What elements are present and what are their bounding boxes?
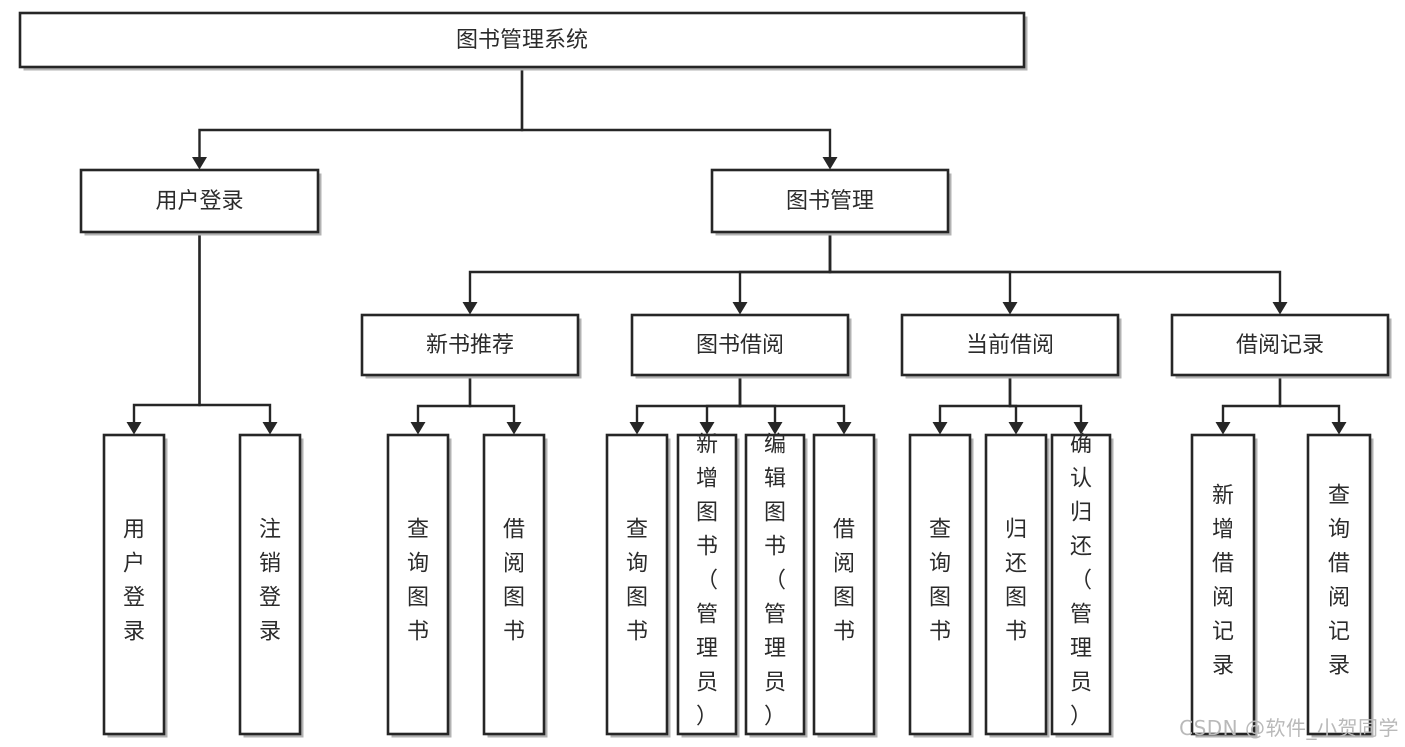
connector-borrow-to-l-edit — [738, 375, 783, 435]
connector-current-to-l-confirm — [1008, 375, 1089, 435]
connector-root-to-bookmgmt — [520, 67, 838, 170]
node-l-borrow1[interactable]: 借阅图书 — [482, 433, 548, 738]
node-label: 当前借阅 — [966, 333, 1054, 358]
node-box[interactable] — [1190, 433, 1256, 736]
connector-borrow-to-l-add — [699, 375, 742, 435]
node-borrow[interactable]: 图书借阅 — [630, 313, 852, 379]
node-bookmgmt[interactable]: 图书管理 — [710, 168, 952, 236]
node-label: 新书推荐 — [426, 333, 514, 358]
node-label: 图书管理 — [786, 189, 874, 214]
connector-login-to-l-login — [126, 232, 201, 435]
node-box[interactable] — [386, 433, 450, 736]
watermark-text: CSDN @软件_小贺同学 — [1179, 716, 1399, 740]
node-box[interactable] — [908, 433, 972, 736]
node-l-edit[interactable]: 编辑图书（管理员） — [744, 433, 808, 738]
node-box[interactable] — [482, 433, 546, 736]
node-label: 图书管理系统 — [456, 28, 588, 53]
connector-borrow-to-l-query2 — [629, 375, 742, 435]
node-label: 借阅记录 — [1236, 333, 1324, 358]
node-newbook[interactable]: 新书推荐 — [360, 313, 582, 379]
node-label: 归还图书 — [1005, 518, 1027, 645]
node-label: 借阅图书 — [503, 518, 525, 645]
node-box[interactable] — [676, 433, 738, 736]
node-box[interactable] — [984, 433, 1048, 736]
node-label: 用户登录 — [123, 518, 145, 645]
node-l-query3[interactable]: 查询图书 — [908, 433, 974, 738]
node-box[interactable] — [1306, 433, 1372, 736]
node-label: 查询图书 — [407, 518, 429, 645]
node-box[interactable] — [900, 313, 1120, 377]
connector-borrow-to-l-borrow2 — [738, 375, 852, 435]
connector-records-to-l-queryrec — [1278, 375, 1347, 435]
node-l-borrow2[interactable]: 借阅图书 — [812, 433, 878, 738]
node-l-return[interactable]: 归还图书 — [984, 433, 1050, 738]
node-label: 查询图书 — [929, 518, 951, 645]
node-box[interactable] — [605, 433, 669, 736]
node-box[interactable] — [238, 433, 302, 736]
node-box[interactable] — [630, 313, 850, 377]
node-box[interactable] — [360, 313, 580, 377]
node-label: 借阅图书 — [833, 518, 855, 645]
connector-bookmgmt-to-current — [828, 232, 1018, 315]
node-l-logout[interactable]: 注销登录 — [238, 433, 304, 738]
connector-records-to-l-addrec — [1215, 375, 1282, 435]
node-box[interactable] — [1170, 313, 1390, 377]
connector-newbook-to-l-query1 — [410, 375, 472, 435]
node-l-confirm[interactable]: 确认归还（管理员） — [1050, 433, 1114, 738]
connector-root-to-login — [192, 67, 524, 170]
node-box[interactable] — [79, 168, 320, 234]
node-box[interactable] — [1050, 433, 1112, 736]
connector-current-to-l-query3 — [932, 375, 1012, 435]
connector-bookmgmt-to-newbook — [462, 232, 832, 315]
node-box[interactable] — [18, 11, 1026, 69]
node-label: 查询借阅记录 — [1328, 484, 1350, 679]
connector-newbook-to-l-borrow1 — [468, 375, 522, 435]
node-root[interactable]: 图书管理系统 — [18, 11, 1028, 71]
connector-bookmgmt-to-records — [828, 232, 1288, 315]
node-box[interactable] — [744, 433, 806, 736]
nodes-layer: 图书管理系统用户登录图书管理新书推荐图书借阅当前借阅借阅记录用户登录注销登录查询… — [18, 11, 1392, 738]
node-box[interactable] — [710, 168, 950, 234]
node-l-query1[interactable]: 查询图书 — [386, 433, 452, 738]
node-label: 编辑图书（管理员） — [764, 433, 786, 730]
node-l-queryrec[interactable]: 查询借阅记录 — [1306, 433, 1374, 738]
node-label: 用户登录 — [155, 189, 243, 214]
node-box[interactable] — [812, 433, 876, 736]
node-login[interactable]: 用户登录 — [79, 168, 322, 236]
node-label: 确认归还（管理员） — [1070, 433, 1092, 730]
node-l-add[interactable]: 新增图书（管理员） — [676, 433, 740, 738]
node-label: 图书借阅 — [696, 333, 784, 358]
node-label: 注销登录 — [259, 518, 281, 645]
node-label: 新增图书（管理员） — [696, 433, 718, 730]
connector-login-to-l-logout — [198, 232, 278, 435]
node-label: 查询图书 — [626, 518, 648, 645]
node-box[interactable] — [102, 433, 166, 736]
connector-bookmgmt-to-borrow — [732, 232, 832, 315]
node-l-query2[interactable]: 查询图书 — [605, 433, 671, 738]
node-l-addrec[interactable]: 新增借阅记录 — [1190, 433, 1258, 738]
node-current[interactable]: 当前借阅 — [900, 313, 1122, 379]
node-label: 新增借阅记录 — [1212, 484, 1234, 679]
node-l-login[interactable]: 用户登录 — [102, 433, 168, 738]
edges-layer — [126, 67, 1347, 435]
node-records[interactable]: 借阅记录 — [1170, 313, 1392, 379]
